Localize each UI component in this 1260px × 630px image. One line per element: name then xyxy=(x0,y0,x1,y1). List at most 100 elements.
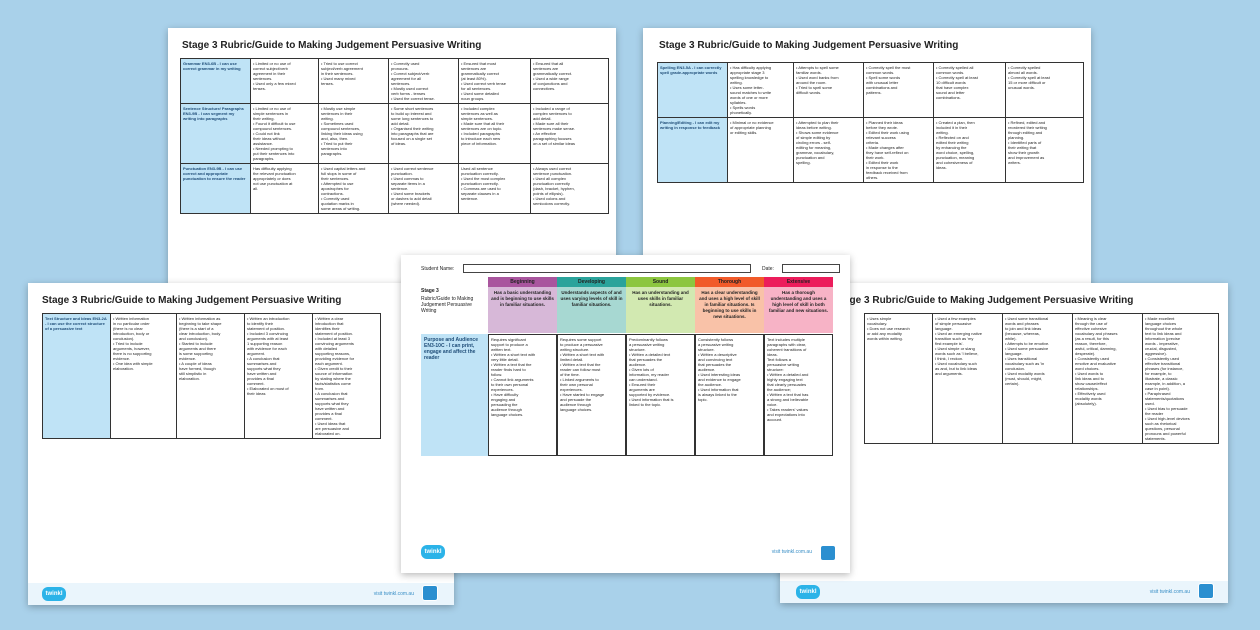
cell-line: each argument. xyxy=(315,361,343,366)
cell-line: or dashes to add detail xyxy=(391,196,432,201)
cell-line: that persuades the xyxy=(629,357,663,362)
cell-line: • Used some transitional xyxy=(1005,316,1049,321)
date-field[interactable] xyxy=(782,264,840,273)
cell-line: words within writing. xyxy=(867,336,903,341)
cell-line: points of ellipsis). xyxy=(533,191,564,196)
cell-line: structure. xyxy=(629,347,646,352)
cell-line: by enhancing the xyxy=(936,145,967,150)
cell-line: • Sometimes used xyxy=(321,121,354,126)
cell-line: • Minimal or no evidence xyxy=(730,120,774,125)
site-link[interactable]: visit twinkl.com.au xyxy=(771,549,812,555)
cell-line: introduction, body or xyxy=(113,331,150,336)
cell-line: Consistently follows xyxy=(698,337,734,342)
sheet-title: Stage 3 Rubric/Guide to Making Judgement… xyxy=(834,295,1134,306)
cell-line: reason, therefore, xyxy=(1075,341,1107,346)
cell-line: • Commas are used to xyxy=(461,186,501,191)
cell-line: • Included a range of xyxy=(533,106,570,111)
cell-line: vocabulary and phrases xyxy=(1075,331,1118,336)
cell-line: statement of position. xyxy=(247,326,286,331)
cell-line: paragraphs. xyxy=(321,151,343,156)
student-name-field[interactable] xyxy=(463,264,751,273)
cell-line: • Needed prompting to xyxy=(253,146,293,151)
cell-line: through the use of xyxy=(1075,321,1108,326)
cell-line: • Included paragraphs xyxy=(461,131,500,136)
cell-line: simple sentences in xyxy=(253,111,289,116)
cell-line: • Correct subject/verb xyxy=(391,71,430,76)
cell-line: statements. xyxy=(1145,436,1166,441)
cell-line: with unusual letter xyxy=(866,80,899,85)
cell-line: reader finds hard to xyxy=(491,367,526,372)
cell-line: simple sentences. xyxy=(461,116,494,121)
cell-line: punctuation correctly xyxy=(533,181,570,186)
cell-line: their work. xyxy=(866,155,885,160)
cell-line: clear introduction, body xyxy=(179,331,221,336)
level-descriptor: Has an understanding and uses skills in … xyxy=(626,287,695,333)
site-link[interactable]: visit twinkl.com.au xyxy=(1149,589,1190,595)
level-header: Beginning xyxy=(488,277,557,287)
cell-line: subject/verb agreement xyxy=(321,66,363,71)
cell-line: and improvement as xyxy=(1008,155,1045,160)
cell-line: • Tried to include xyxy=(113,341,143,346)
cell-line: paragraphing focuses xyxy=(533,136,572,141)
cell-line: there is no supporting xyxy=(113,351,152,356)
cell-line: provides a final xyxy=(315,411,342,416)
cell-line: ideas. xyxy=(936,165,947,170)
cell-line: experiences. xyxy=(491,387,514,392)
cell-line: • Used all complex xyxy=(533,176,566,181)
site-link[interactable]: visit twinkl.com.au xyxy=(373,591,414,597)
cell-line: follow. xyxy=(491,372,503,377)
cell-line: • Written a text that the xyxy=(491,362,532,367)
cell-line: ideas before writing. xyxy=(796,125,832,130)
cell-line: summarises and xyxy=(315,396,345,401)
cell-line: some areas of writing. xyxy=(321,206,361,211)
cell-line: vocabulary such as 'in xyxy=(1005,361,1045,366)
cell-line: on a set of similar ideas xyxy=(533,141,576,146)
cell-line: to build up interest and xyxy=(391,111,432,116)
criterion-cell: Grammar EN3-6B - I can use correct gramm… xyxy=(180,58,251,104)
cell-line: • Spell some words xyxy=(866,75,901,80)
cell-line: full stops in some of xyxy=(321,171,357,176)
cell-line: • Uses simple xyxy=(867,316,892,321)
cell-line: • One idea with simple xyxy=(113,361,153,366)
rubric-sheet-bottom-left: Stage 3 Rubric/Guide to Making Judgement… xyxy=(28,283,454,605)
cell-line: sound and letter xyxy=(936,90,965,95)
cell-line: providing evidence for xyxy=(315,356,355,361)
cell-line: sentences are on topic. xyxy=(461,126,503,131)
cell-line: (absolutely). xyxy=(1075,401,1097,406)
level-descriptor: Has a basic understanding and is beginni… xyxy=(488,287,557,333)
cell-line: into paragraphs that are xyxy=(391,131,434,136)
cell-line: writing. xyxy=(321,116,334,121)
cell-line: linked to the topic. xyxy=(629,402,662,407)
cell-line: arguments, however, xyxy=(113,346,151,351)
cell-line: phonetically. xyxy=(730,110,752,115)
cell-line: complex sentences to xyxy=(533,111,572,116)
cell-line: • Uses some letter- xyxy=(730,85,764,90)
cell-line: verb forms - tenses xyxy=(391,91,426,96)
cell-line: • Limited or no use of xyxy=(253,61,291,66)
cell-line: paragraphs. xyxy=(253,156,275,161)
cell-line: persuasive writing xyxy=(767,362,800,367)
level-descriptor: Has a thorough understanding and uses a … xyxy=(764,287,833,333)
cell-line: (dash, bracket, hyphen, xyxy=(533,186,575,191)
cell-line: • Always used correct xyxy=(533,166,572,171)
cell-line: show cause/effect xyxy=(1075,381,1107,386)
cell-line: statements/quotations xyxy=(1145,396,1185,401)
cell-line: supporting reasons, xyxy=(315,351,351,356)
cell-line: • Correctly spell at least xyxy=(936,75,978,80)
cell-line: almost all words. xyxy=(1008,70,1038,75)
cell-line: the audience. xyxy=(698,382,723,387)
cell-line: writing structure. xyxy=(560,347,590,352)
cell-line: I think, I reckon. xyxy=(935,356,964,361)
cell-line: • Written information xyxy=(113,316,150,321)
cell-line: a strong and believable xyxy=(767,397,809,402)
cell-line: • Written a text that has xyxy=(767,392,809,397)
